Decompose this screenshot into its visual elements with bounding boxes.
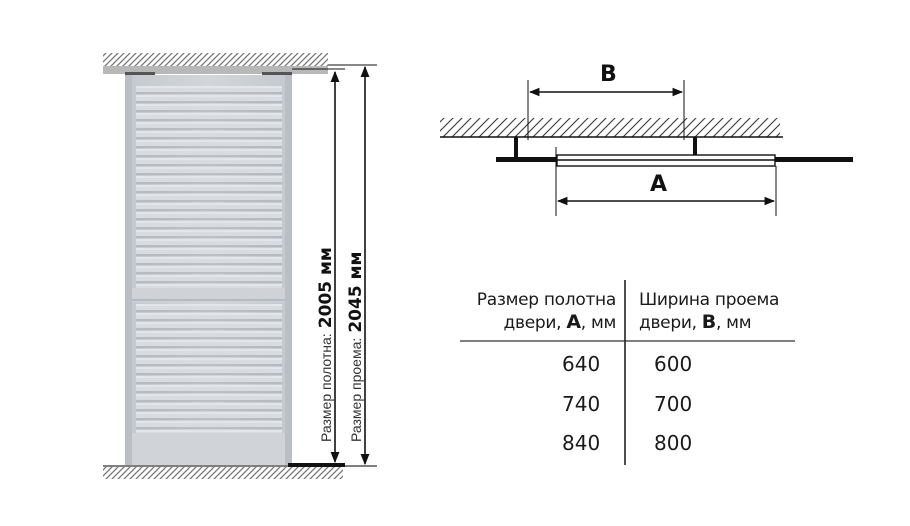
plan-view: [440, 80, 853, 216]
table-cell-a: 740: [562, 392, 601, 416]
elevation-view: [103, 53, 377, 479]
ceiling-hatch: [103, 53, 328, 66]
wall-hatch: [440, 118, 780, 137]
dimension-b-label: B: [600, 62, 617, 87]
louvered-door: [125, 75, 292, 465]
table-cell-b: 700: [654, 392, 693, 416]
upper-louvers: [136, 86, 282, 292]
ceiling-slab: [103, 66, 328, 74]
lower-louvers: [136, 304, 282, 438]
dimension-a-label: A: [650, 172, 668, 197]
table-header-b: Ширина проема двери, B, мм: [639, 290, 780, 333]
table-cell-a: 840: [562, 431, 601, 455]
table-cell-b: 800: [654, 431, 693, 455]
canvas-height-label: Размер полотна: 2005 мм: [316, 247, 336, 442]
table-cell-b: 600: [654, 352, 693, 376]
table-cell-a: 640: [562, 352, 601, 376]
floor-hatch: [103, 467, 343, 479]
table-header-a: Размер полотна двери, A, мм: [476, 290, 617, 333]
opening-height-label: Размер проема: 2045 мм: [346, 251, 366, 442]
